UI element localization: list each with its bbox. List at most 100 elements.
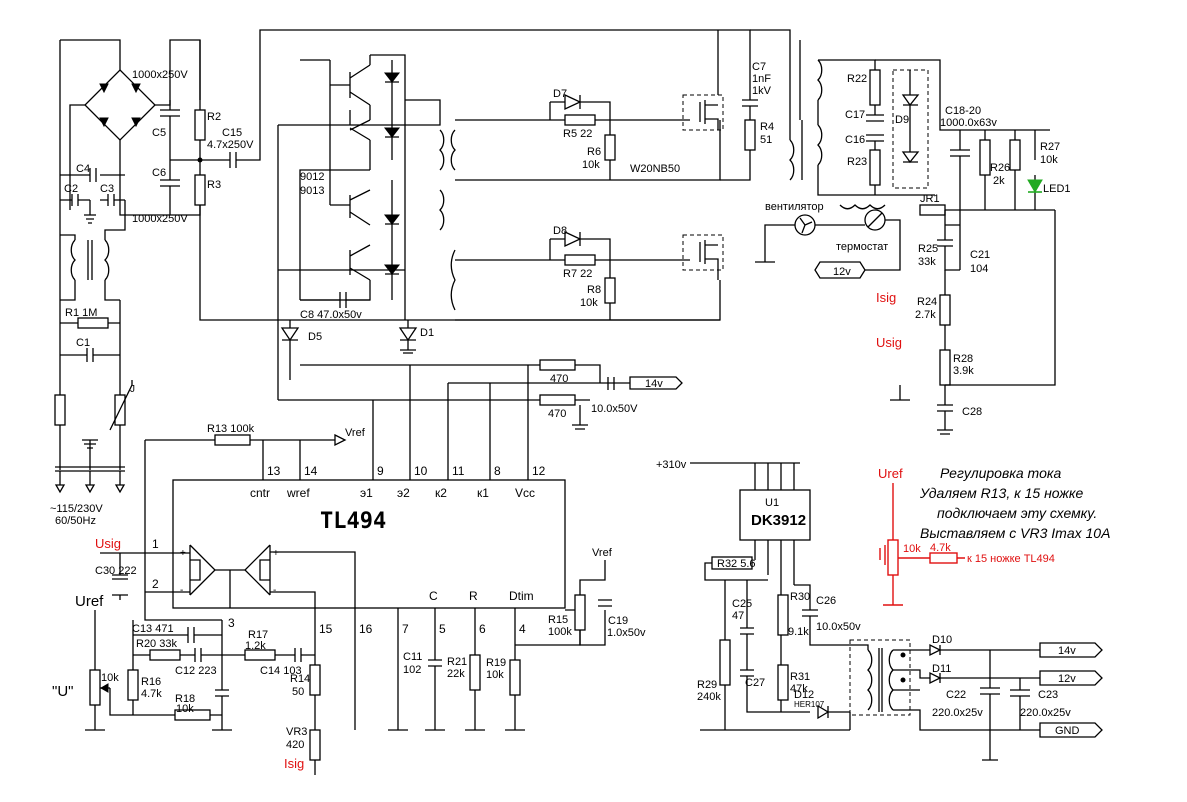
label-C15-value: 4.7x250V: [207, 139, 254, 151]
label-R15-value: 100k: [548, 626, 572, 638]
label-C11: C11: [403, 651, 422, 663]
pin-10-number: 10: [414, 464, 428, 478]
tag-14v-out: [1039, 642, 1103, 658]
label-VR3: VR3: [286, 726, 307, 738]
label-C13: C13 471: [132, 623, 174, 635]
label-R21-value: 22k: [447, 668, 465, 680]
label-bus-cap-top: 1000x250V: [132, 69, 188, 81]
svg-text:-: -: [273, 585, 276, 596]
pin-5-number: 5: [439, 622, 446, 636]
label-usig-left: Usig: [95, 536, 121, 551]
tag-gnd: [1039, 722, 1103, 738]
label-mosfet-W20NB50: W20NB50: [630, 163, 680, 175]
label-vref-right: Vref: [592, 547, 613, 559]
label-R25-value: 33k: [918, 256, 936, 268]
label-C25-value: 47: [732, 610, 744, 622]
label-C18-20: C18-20: [945, 105, 981, 117]
resistor-R21: [469, 654, 481, 691]
label-R20: R20 33k: [136, 638, 177, 650]
output-section: R22 C17 C16 R23 D9 C18-20 1000.0x63v R26…: [755, 59, 1071, 435]
svg-text:J: J: [130, 384, 135, 395]
pin-10-name: э2: [397, 486, 410, 500]
resistor-470-b: [539, 394, 576, 406]
label-R19-value: 10k: [486, 669, 504, 681]
label-C7-voltage: 1kV: [752, 85, 772, 97]
pot-VR3: [309, 729, 321, 761]
resistor-R3: [194, 174, 206, 206]
label-usig-right: Usig: [876, 335, 902, 350]
dk3912-chip: [739, 489, 811, 541]
label-R8-value: 10k: [580, 297, 598, 309]
label-thermostat: термостат: [836, 241, 888, 253]
label-D5: D5: [308, 331, 322, 343]
label-C11-value: 102: [403, 664, 421, 676]
resistor-R6: [604, 134, 616, 161]
label-transistor-9012: 9012: [300, 171, 324, 183]
label-isig-right: Isig: [876, 290, 896, 305]
label-C27: C27: [745, 677, 765, 689]
tag-14v: [629, 376, 683, 390]
label-R26: R26: [990, 162, 1010, 174]
mosfet-bottom: [682, 234, 724, 271]
label-uref-left: Uref: [75, 593, 104, 610]
resistor-R15: [574, 594, 586, 631]
resistor-R14: [309, 664, 321, 696]
label-470-a: 470: [550, 373, 568, 385]
current-regulation-note: Регулировка тока Удаляем R13, к 15 ножке…: [878, 465, 1110, 606]
chip-name: TL494: [320, 509, 386, 534]
label-C6: C6: [152, 167, 166, 179]
pin-7-number: 7: [402, 622, 409, 636]
label-C30: C30 222: [95, 565, 137, 577]
pot-10k-left: [89, 669, 101, 706]
label-pot-10k-red: 10k: [903, 543, 921, 555]
label-R30-value: 9.1k: [788, 626, 809, 638]
note-line-3: Выставляем с VR3 Imax 10A: [920, 525, 1110, 541]
note-title: Регулировка тока: [940, 465, 1061, 481]
resistor-R31: [777, 664, 789, 701]
label-C26: C26: [816, 595, 836, 607]
label-R23: R23: [847, 156, 867, 168]
resistor-R23: [869, 149, 881, 186]
label-C21: C21: [970, 249, 990, 261]
label-R15: R15: [548, 614, 568, 626]
label-C23-value: 220.0x25v: [1020, 707, 1071, 719]
pin-13-number: 13: [267, 464, 281, 478]
label-R27: R27: [1040, 141, 1060, 153]
label-C19-value: 1.0x50v: [607, 627, 646, 639]
label-D11: D11: [932, 663, 951, 675]
label-R6-value: 10k: [582, 159, 600, 171]
diode-D5: [280, 327, 300, 342]
pin-16-number: 16: [359, 622, 373, 636]
label-D9: D9: [895, 114, 909, 126]
label-R31-value: 47k: [790, 683, 808, 695]
pin-14-name: wref: [286, 486, 310, 500]
resistor-470-a: [539, 359, 576, 371]
label-vref-top: Vref: [345, 427, 366, 439]
label-R18-value: 10k: [176, 703, 194, 715]
label-R18: R18: [175, 693, 195, 705]
label-R13: R13 100k: [207, 423, 255, 435]
label-R26-value: 2k: [993, 175, 1005, 187]
label-C5: C5: [152, 127, 166, 139]
label-C4: C4: [76, 163, 90, 175]
diode-D11: [929, 671, 942, 685]
label-C22-value: 220.0x25v: [932, 707, 983, 719]
label-pot-10k: 10k: [101, 672, 119, 684]
label-C7-value: 1nF: [752, 73, 771, 85]
dc-bus-section: 1000x250V 1000x250V C5 C6 R2 R3 C15 4.7x…: [132, 29, 751, 321]
label-fan: вентилятор: [765, 201, 824, 213]
aux-transformer: [849, 639, 911, 716]
bridge-diodes: [99, 83, 141, 128]
label-C28: C28: [962, 406, 982, 418]
mains-input-section: R1 1M C1 J ~115/230V 60/50Hz C4 C2 C3: [50, 39, 201, 527]
diode-D8: [564, 230, 582, 248]
label-R16: R16: [141, 676, 161, 688]
note-line-2: подключаем эту схемку.: [937, 505, 1097, 521]
tl494-chip: [172, 479, 566, 609]
label-C7: C7: [752, 61, 766, 73]
label-470-b: 470: [548, 408, 566, 420]
pot-10k-red: [887, 539, 899, 576]
led-LED1: [1027, 179, 1043, 193]
label-tag-14v-out: 14v: [1058, 645, 1076, 657]
resistor-R22: [869, 69, 881, 106]
